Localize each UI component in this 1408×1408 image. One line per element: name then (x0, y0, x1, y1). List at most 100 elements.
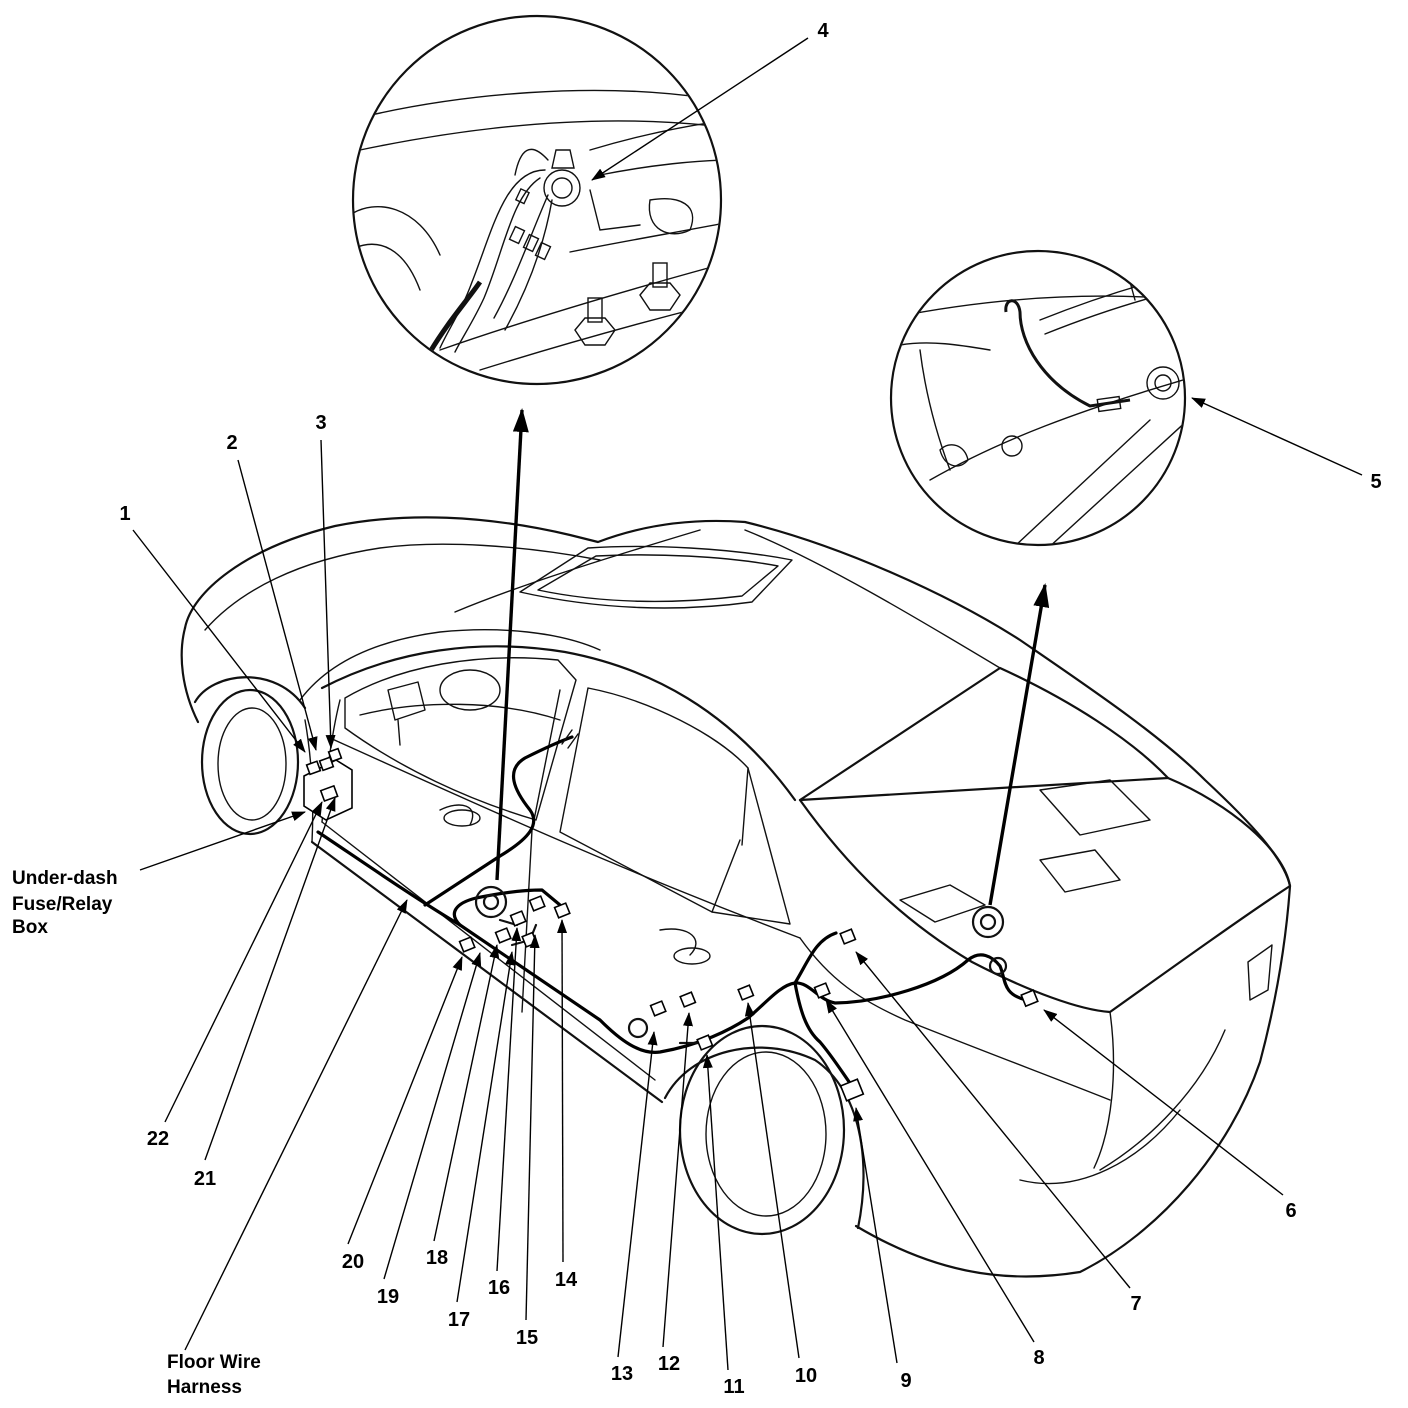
callout-19: 19 (377, 1286, 399, 1308)
harness-branch-7 (793, 931, 838, 985)
connector-9 (839, 1078, 865, 1102)
under-dash-fuse-relay-box (303, 747, 353, 821)
ground-bolt-rear (971, 905, 1005, 939)
connector-10 (737, 984, 755, 1001)
leader-lines (132, 37, 1363, 1371)
b-pillar-door-seam (521, 689, 561, 1013)
fuse-box-label-line-2: Fuse/Relay (12, 894, 113, 915)
rear-door-handle (673, 947, 711, 965)
leader-12 (662, 1012, 693, 1348)
sunroof-inner (537, 554, 779, 603)
callout-7: 7 (1130, 1293, 1141, 1315)
fuse-box-label-line-3: Box (12, 917, 48, 938)
callout-9: 9 (900, 1370, 911, 1392)
floor-wire-harness (316, 729, 1039, 1102)
rear-wheel-arch (663, 1046, 865, 1230)
leader-6 (1043, 1009, 1284, 1196)
leader-4 (591, 37, 809, 181)
callout-6: 6 (1285, 1200, 1296, 1222)
trunk-floor-panel (1039, 779, 1151, 893)
leader-fuse-box (139, 811, 306, 871)
windshield-base (299, 629, 601, 701)
trunk-outline (798, 776, 1292, 1014)
roof-near-rail (320, 645, 797, 802)
belt-line (329, 737, 801, 939)
roof-far-rail (744, 529, 1001, 669)
front-seat (387, 681, 426, 746)
floor-harness-label-line-2: Harness (167, 1377, 242, 1398)
detail-arrow-rear (988, 583, 1050, 906)
callout-20: 20 (342, 1251, 364, 1273)
ground-bolt-front (474, 885, 508, 919)
trunk-lower-edge (1093, 1011, 1115, 1169)
callout-5: 5 (1370, 471, 1381, 493)
roof-front-edge (454, 529, 701, 613)
harness-branch-up (423, 735, 574, 907)
rocker-upper (321, 821, 656, 1081)
leader-floor-harness (184, 899, 408, 1351)
front-rim (217, 707, 287, 821)
tail-light (1247, 944, 1273, 1001)
harness-grommet-13 (627, 1017, 649, 1039)
floor-harness-label: Floor Wire Harness (167, 1352, 261, 1398)
rocker-lower (310, 840, 664, 1104)
car-body (180, 516, 1292, 1278)
connector-12 (679, 991, 697, 1008)
leader-13 (617, 1031, 658, 1358)
fuse-box-label: Under-dash Fuse/Relay Box (12, 868, 118, 938)
callout-3: 3 (315, 412, 326, 434)
connector-18 (509, 910, 527, 927)
leader-8 (825, 999, 1035, 1343)
leader-1 (132, 529, 306, 753)
callout-14: 14 (555, 1269, 578, 1291)
steering-wheel (439, 669, 501, 711)
leader-14 (557, 919, 568, 1263)
connector-11 (696, 1034, 714, 1051)
leader-18 (433, 944, 500, 1242)
rear-bumper-crease (1019, 1029, 1226, 1185)
connector-20 (458, 936, 476, 953)
leader-16 (496, 927, 522, 1272)
front-door-window (344, 657, 577, 821)
connector-7 (839, 928, 857, 945)
front-tire (200, 688, 300, 836)
fuse-box-label-line-1: Under-dash (12, 868, 118, 889)
leader-19 (383, 952, 482, 1280)
callout-numbers: 1 2 3 4 5 6 7 8 9 10 11 12 13 14 15 16 1… (119, 20, 1381, 1398)
callout-15: 15 (516, 1327, 538, 1349)
leader-2 (237, 459, 318, 751)
detail-view-ground-front (351, 14, 723, 386)
callout-1: 1 (119, 503, 130, 525)
harness-loop-left (452, 888, 562, 927)
callout-21: 21 (194, 1168, 216, 1190)
leader-15 (525, 934, 540, 1321)
leader-9 (853, 1107, 898, 1364)
callout-12: 12 (658, 1353, 680, 1375)
leader-11 (702, 1054, 729, 1371)
trunk-floor-panel-2 (899, 884, 986, 923)
callout-11: 11 (723, 1376, 744, 1398)
callout-22: 22 (147, 1128, 169, 1150)
leader-21 (204, 797, 336, 1161)
front-wheel-arch (193, 676, 307, 710)
connector-8 (813, 982, 831, 999)
rear-window (798, 666, 1170, 802)
rear-seat (439, 804, 697, 956)
harness-end-break (561, 729, 579, 749)
harness-branch-9 (793, 981, 854, 1088)
leader-3 (320, 439, 336, 749)
leader-5 (1191, 397, 1363, 476)
leader-17 (456, 951, 515, 1303)
connector-19 (494, 927, 512, 944)
dash-line (359, 703, 561, 721)
leader-20 (347, 956, 463, 1245)
front-bumper (180, 626, 200, 724)
callout-17: 17 (448, 1309, 470, 1331)
harness-connectors (458, 895, 1039, 1102)
connector-13 (649, 1000, 667, 1017)
rear-rim (705, 1051, 827, 1217)
rear-door-window (559, 687, 791, 925)
callout-2: 2 (226, 432, 237, 454)
harness-grommet-rear (988, 956, 1008, 976)
